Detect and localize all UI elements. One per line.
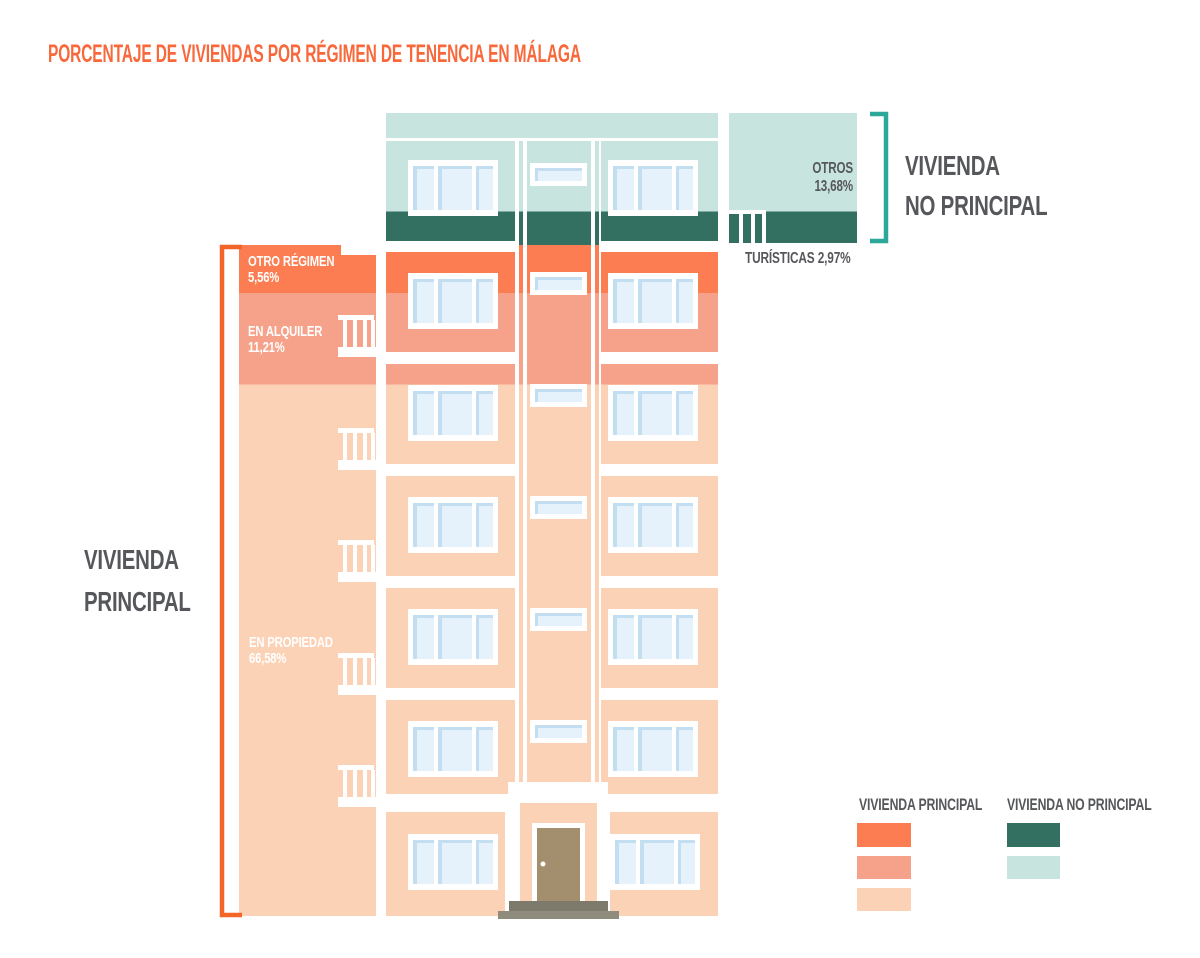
- segment-name: EN PROPIEDAD: [249, 634, 333, 651]
- segment-label-en-propiedad: EN PROPIEDAD 66,58%: [249, 635, 333, 666]
- stairwell-window: [530, 608, 587, 631]
- window: [408, 609, 498, 665]
- no-principal-block: [729, 113, 857, 243]
- segment-label-otro-regimen: OTRO RÉGIMEN 5,56%: [248, 254, 334, 285]
- bracket-label-principal: VIVIENDA PRINCIPAL: [84, 539, 191, 623]
- entrance-steps: [498, 901, 619, 919]
- segment-name: OTRO RÉGIMEN: [248, 253, 335, 270]
- window: [608, 497, 698, 553]
- window: [608, 160, 698, 216]
- legend-title-no-principal: VIVIENDA NO PRINCIPAL: [1007, 795, 1152, 814]
- window: [408, 497, 498, 553]
- bracket-label-line: VIVIENDA: [84, 544, 179, 575]
- stairwell-window: [530, 384, 587, 407]
- page-title: PORCENTAJE DE VIVIENDAS POR RÉGIMEN DE T…: [48, 40, 581, 68]
- legend-swatch-en-alquiler: [857, 856, 911, 879]
- legend-swatch-otros: [1007, 856, 1060, 879]
- bracket-label-no-principal: VIVIENDA NO PRINCIPAL: [905, 146, 1048, 226]
- principal-bracket: [219, 244, 242, 918]
- legend-title-principal: VIVIENDA PRINCIPAL: [859, 795, 983, 814]
- segment-label-en-alquiler: EN ALQUILER 11,21%: [248, 324, 322, 355]
- stairwell-window: [530, 720, 587, 743]
- entrance-door: [532, 823, 585, 901]
- window: [608, 385, 698, 441]
- segment-name: EN ALQUILER: [248, 323, 323, 340]
- segment-label-otros: OTROS 13,68%: [748, 160, 853, 195]
- segment-label-turisticas: TURÍSTICAS 2,97%: [745, 250, 851, 267]
- window: [610, 834, 700, 890]
- stairwell-strip: [527, 141, 591, 783]
- entrance-canopy: [508, 782, 608, 803]
- left-wing: [239, 245, 383, 916]
- legend-swatch-en-propiedad: [857, 888, 911, 911]
- window: [408, 273, 498, 329]
- segment-name: OTROS: [812, 160, 853, 177]
- window: [408, 160, 498, 216]
- stairwell-window: [530, 163, 587, 186]
- window: [608, 273, 698, 329]
- stairwell-window: [530, 272, 587, 295]
- doorknob-icon: [540, 861, 546, 867]
- stairwell-window: [530, 496, 587, 519]
- window: [408, 721, 498, 777]
- bracket-label-line: PRINCIPAL: [84, 586, 191, 617]
- window: [408, 385, 498, 441]
- segment-value: 66,58%: [249, 649, 287, 667]
- balcony: [729, 210, 766, 243]
- roof-parapet: [386, 113, 718, 138]
- bracket-label-line: VIVIENDA: [905, 150, 1000, 181]
- legend-swatch-otro-regimen: [857, 823, 911, 847]
- window: [408, 834, 498, 890]
- segment-value: 11,21%: [248, 338, 285, 356]
- window: [608, 609, 698, 665]
- bracket-label-line: NO PRINCIPAL: [905, 190, 1048, 221]
- main-building: [386, 113, 718, 919]
- window: [608, 721, 698, 777]
- segment-value: 13,68%: [814, 177, 853, 195]
- segment-value: 5,56%: [248, 268, 280, 286]
- legend-swatch-turisticas: [1007, 823, 1060, 847]
- no-principal-bracket: [870, 111, 889, 244]
